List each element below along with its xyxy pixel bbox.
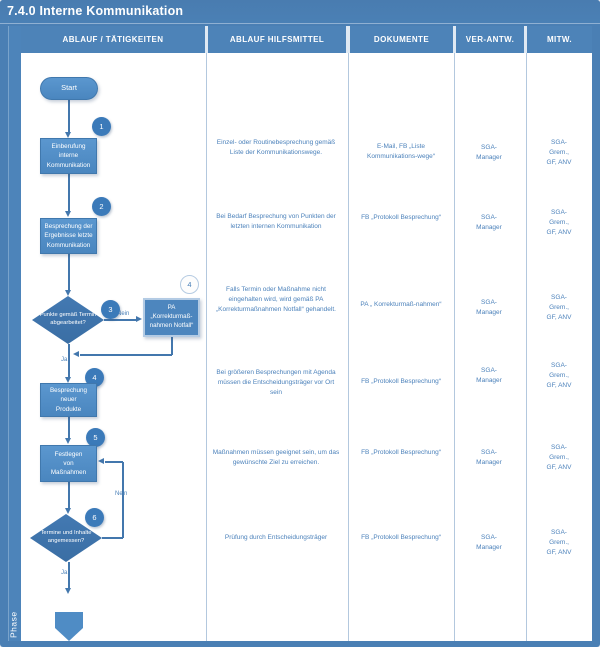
hilfsmittel-cell: Falls Termin oder Maßnahme nicht eingeha… <box>216 286 336 314</box>
step-number-3: 3 <box>101 300 120 319</box>
hilfsmittel-cell: Einzel- oder Routinebesprechung gemäß Li… <box>216 139 336 157</box>
step-number-6: 6 <box>85 508 104 527</box>
verantwortlich-cell: SGA-Manager <box>476 534 502 552</box>
nein-label: Nein <box>117 311 130 317</box>
verantwortlich-cell: SGA-Manager <box>476 214 502 232</box>
start-node: Start <box>40 77 98 100</box>
arrowhead-down <box>65 290 71 296</box>
phase-label: Phase <box>8 611 19 638</box>
arrowhead-left <box>73 351 79 357</box>
col-header-dokumente: DOKUMENTE <box>350 26 453 53</box>
title-bar <box>0 0 600 24</box>
arrowhead-right <box>136 316 142 322</box>
arrowhead-down <box>65 211 71 217</box>
dokumente-cell: FB „Protokoll Besprechung“ <box>361 449 441 456</box>
ja-label: Ja <box>61 570 68 576</box>
lane-divider <box>454 53 455 641</box>
lane-divider <box>206 53 207 641</box>
arrow-line <box>68 174 70 211</box>
return-line <box>80 354 172 356</box>
process-box-neue-produkte: Besprechung neuer Produkte <box>40 383 97 417</box>
decision-label: Punkte gemäß Termin abgearbeitet? <box>39 312 97 326</box>
verantwortlich-cell: SGA-Manager <box>476 367 502 385</box>
arrow-line <box>68 482 70 508</box>
step-number-5: 5 <box>86 428 105 447</box>
hilfsmittel-cell: Maßnahmen müssen geeignet sein, um das g… <box>212 449 340 467</box>
step-number-1: 1 <box>92 117 111 136</box>
dokumente-cell: E-Mail, FB „Liste Kommunikations-wege“ <box>367 143 435 161</box>
arrowhead-down <box>65 588 71 594</box>
arrow-line <box>68 254 70 290</box>
hilfsmittel-cell: Bei größeren Besprechungen mit Agenda mü… <box>216 369 336 397</box>
step-number-2: 2 <box>92 197 111 216</box>
feedback-line <box>122 462 124 538</box>
phase-strip <box>8 26 21 641</box>
dokumente-cell: FB „Protokoll Besprechung“ <box>361 378 441 385</box>
arrowhead-down <box>65 508 71 514</box>
dokumente-cell: PA „ Korrekturmaß-nahmen“ <box>360 301 442 308</box>
verantwortlich-cell: SGA-Manager <box>476 144 502 162</box>
arrowhead-down <box>65 438 71 444</box>
mitwirkend-cell: SGA-Grem., GF, ANV <box>546 529 572 557</box>
lane-divider <box>348 53 349 641</box>
ja-label: Ja <box>61 357 68 363</box>
arrowhead-down <box>65 377 71 383</box>
mitwirkend-cell: SGA-Grem., GF, ANV <box>546 444 572 472</box>
arrow-line <box>68 417 70 438</box>
lanes-background <box>20 53 592 641</box>
step-number-4: 4 <box>85 368 104 387</box>
mitwirkend-cell: SGA-Grem., GF, ANV <box>546 294 572 322</box>
col-header-verantwortlich: VER-ANTW. <box>456 26 524 53</box>
return-line <box>171 337 173 355</box>
feedback-line <box>105 461 123 463</box>
process-box-besprechung-ergebnisse: Besprechung der Ergebnisse letzte Kommun… <box>40 218 97 254</box>
dokumente-cell: FB „Protokoll Besprechung“ <box>361 214 441 221</box>
feedback-line <box>102 537 123 539</box>
hilfsmittel-cell: Prüfung durch Entscheidungsträger <box>224 534 328 541</box>
hilfsmittel-cell: Bei Bedarf Besprechung von Punkten der l… <box>216 213 336 231</box>
nein-branch-line <box>104 319 136 321</box>
arrow-line <box>68 100 70 132</box>
col-header-mitwirkend: MITW. <box>527 26 592 53</box>
verantwortlich-cell: SGA-Manager <box>476 299 502 317</box>
process-box-korrekturmassnahmen: PA „Korrekturmaß-nahmen Notfall“ <box>143 298 200 337</box>
page-title: 7.4.0 Interne Kommunikation <box>7 4 184 18</box>
col-header-ablauf-hilfsmittel: ABLAUF HILFSMITTEL <box>208 26 346 53</box>
mitwirkend-cell: SGA-Grem., GF, ANV <box>546 209 572 237</box>
mitwirkend-cell: SGA-Grem., GF, ANV <box>546 139 572 167</box>
process-box-einberufung: Einberufung interne Kommunikation <box>40 138 97 174</box>
mitwirkend-cell: SGA-Grem., GF, ANV <box>546 362 572 390</box>
decision-label: Termine und Inhalte angemessen? <box>40 530 92 544</box>
nein-label: Nein <box>115 491 128 497</box>
arrowhead-down <box>65 132 71 138</box>
arrow-line <box>68 562 70 588</box>
arrow-line <box>68 344 70 377</box>
arrowhead-left <box>98 458 104 464</box>
col-header-ablauf-taetigkeiten: ABLAUF / TÄTIGKEITEN <box>21 26 205 53</box>
process-box-festlegen-massnahmen: Festlegen von Maßnahmen <box>40 445 97 482</box>
dokumente-cell: FB „Protokoll Besprechung“ <box>361 534 441 541</box>
lane-divider <box>526 53 527 641</box>
verantwortlich-cell: SGA-Manager <box>476 449 502 467</box>
side-step-number-4: 4 <box>180 275 199 294</box>
